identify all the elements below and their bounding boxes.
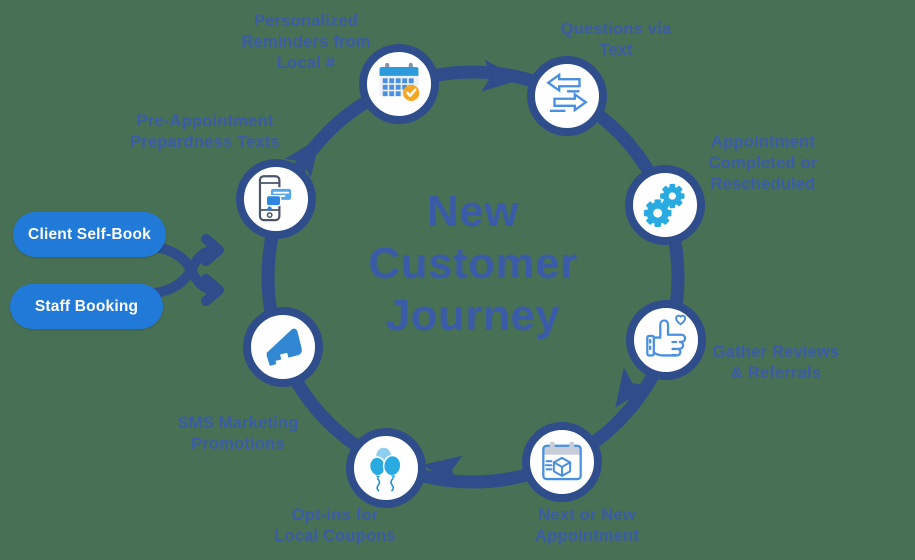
phone-chat-icon: [258, 175, 293, 222]
booking-merge-arrows: [149, 234, 224, 306]
step-node-appointment-completed: [625, 165, 705, 245]
step-label-next-appointment: Next or New Appointment: [535, 506, 639, 545]
thumbs-up-heart-icon: [646, 314, 687, 357]
journey-ring: [261, 65, 685, 489]
step-node-pre-appointment: [236, 159, 316, 239]
staff-booking-label: Staff Booking: [34, 297, 139, 315]
step-label-questions-via-text: Questions via Text: [560, 20, 672, 59]
step-node-next-appointment: [522, 422, 602, 502]
step-node-opt-ins: [346, 428, 426, 508]
calendar-box-icon: [542, 441, 582, 481]
staff-booking-button[interactable]: Staff Booking: [10, 284, 163, 329]
step-node-gather-reviews: [626, 300, 706, 380]
client-self-book-label: Client Self-Book: [28, 225, 151, 243]
transfer-arrows-icon: [546, 72, 588, 113]
flow-arrowhead-top: [481, 59, 521, 92]
flow-arrowhead-upper-left: [284, 137, 321, 178]
step-node-sms-marketing: [243, 307, 323, 387]
step-node-questions-via-text: [527, 56, 607, 136]
step-label-opt-ins: Opt-ins for Local Coupons: [274, 506, 396, 545]
step-label-pre-appointment: Pre-Appointment Prepardness Texts: [130, 112, 280, 151]
gears-icon: [643, 183, 685, 227]
balloons-icon: [368, 447, 402, 492]
step-label-personalized-reminders: Personalized Reminders from Local #: [241, 12, 371, 72]
megaphone-icon: [266, 328, 302, 366]
step-label-sms-marketing: SMS Marketing Promotions: [177, 414, 299, 453]
client-self-book-button[interactable]: Client Self-Book: [13, 212, 166, 257]
calendar-check-icon: [379, 62, 420, 102]
diagram-title: New Customer Journey: [368, 187, 578, 340]
flow-arrowhead-bottom: [422, 455, 463, 488]
step-label-appointment-completed: Appointment Completed or Rescheduled: [708, 133, 818, 193]
flow-arrowhead-lower-right: [615, 367, 651, 408]
step-label-gather-reviews: Gather Reviews & Referrals: [712, 343, 840, 382]
step-node-personalized-reminders: [359, 44, 439, 124]
